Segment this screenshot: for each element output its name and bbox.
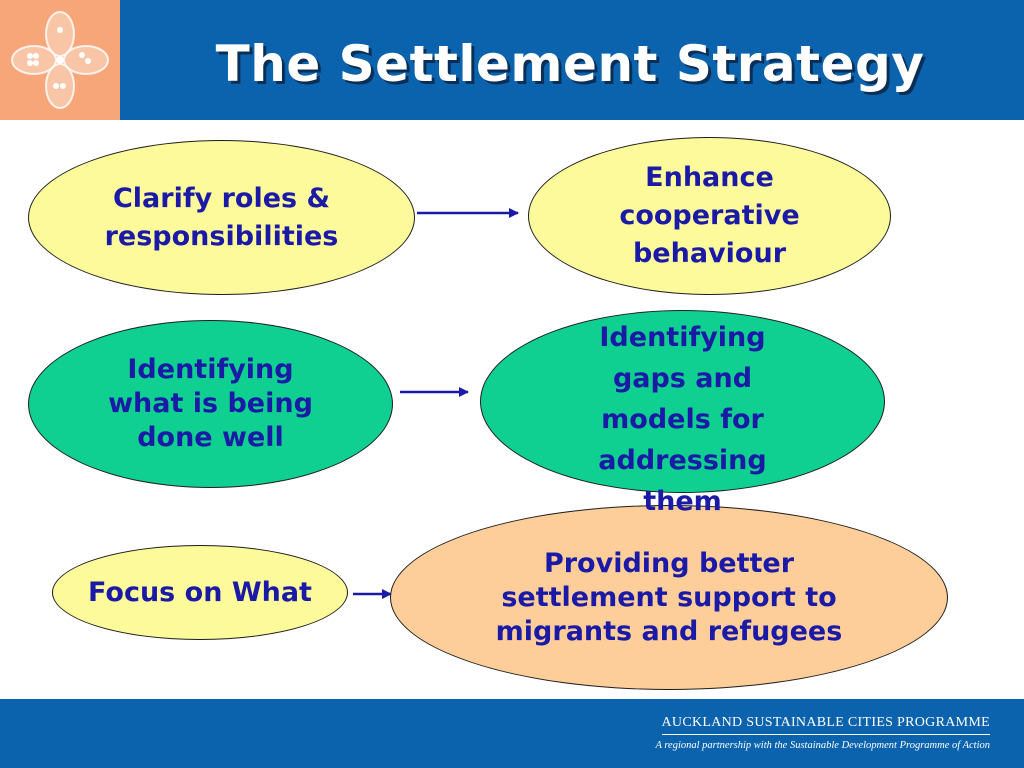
footer-bar: AUCKLAND SUSTAINABLE CITIES PROGRAMME A … xyxy=(0,699,1024,768)
footer-title: AUCKLAND SUSTAINABLE CITIES PROGRAMME xyxy=(661,715,990,735)
node-clarify-roles: Clarify roles & responsibilities xyxy=(28,140,415,295)
logo xyxy=(0,0,120,120)
node-enhance-cooperative: Enhance cooperative behaviour xyxy=(528,137,891,295)
flower-logo-icon xyxy=(11,11,109,109)
node-label: Identifying gaps and models for addressi… xyxy=(598,322,767,517)
node-label: Enhance cooperative behaviour xyxy=(619,162,800,269)
footer-subtitle: A regional partnership with the Sustaina… xyxy=(655,740,990,751)
header-bar: The Settlement Strategy xyxy=(0,0,1024,120)
node-label: Clarify roles & responsibilities xyxy=(104,182,339,252)
node-focus-on-what: Focus on What xyxy=(52,545,348,640)
page-title: The Settlement Strategy xyxy=(215,35,925,93)
node-identifying-done-well: Identifying what is being done well xyxy=(28,320,393,488)
node-label: Identifying what is being done well xyxy=(108,354,313,453)
node-providing-support: Providing better settlement support to m… xyxy=(390,505,948,690)
node-label: Focus on What xyxy=(88,576,312,608)
node-identifying-gaps: Identifying gaps and models for addressi… xyxy=(480,310,885,517)
node-label: Providing better settlement support to m… xyxy=(495,547,843,647)
